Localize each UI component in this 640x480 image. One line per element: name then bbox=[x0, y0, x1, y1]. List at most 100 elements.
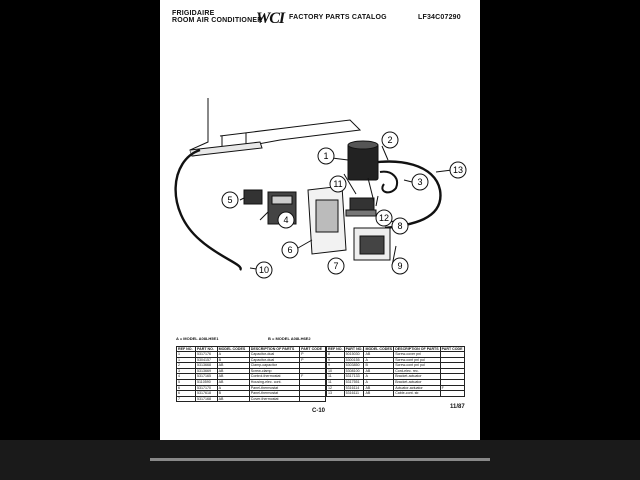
parts-diagram: 1 2 3 4 5 6 7 8 9 10 11 12 13 bbox=[174, 98, 467, 279]
wci-logo: WCI bbox=[256, 10, 285, 27]
col-code: PART CODE bbox=[439, 346, 465, 352]
callout-13: 13 bbox=[453, 165, 463, 175]
cell-part: 5317133 bbox=[343, 373, 365, 380]
callout-11: 11 bbox=[333, 179, 342, 189]
cell-code: P bbox=[299, 356, 326, 364]
cell-code bbox=[299, 384, 326, 392]
cell-desc: Bracket-actuator bbox=[393, 379, 441, 386]
catalog-title: FACTORY PARTS CATALOG bbox=[289, 14, 387, 21]
cell-part: 5317168 bbox=[195, 395, 218, 403]
parts-table-left: REF NO. PART NO. MODEL CODES DESCRIPTION… bbox=[175, 346, 326, 403]
page-number: C-10 bbox=[312, 408, 326, 414]
col-ref: REF NO. bbox=[326, 346, 345, 352]
legend-model-b: B = MODEL A08LH6E2 bbox=[268, 336, 311, 341]
cell-code bbox=[439, 367, 465, 375]
cell-code bbox=[299, 367, 326, 375]
cell-desc: Screw-cover pnl bbox=[393, 351, 441, 358]
cell-desc: Screw-cont pnl pol bbox=[393, 356, 441, 364]
cell-model: AB bbox=[216, 395, 250, 403]
control-cable-13 bbox=[359, 160, 442, 230]
cell-desc: Screw-cont pnl pol bbox=[393, 362, 441, 369]
cell-code bbox=[439, 351, 465, 358]
callout-6: 6 bbox=[287, 245, 292, 255]
cell-desc: Screw-clamp bbox=[248, 367, 301, 375]
cell-desc: Housing-elec. cont. bbox=[248, 379, 301, 386]
col-part: PART NO. bbox=[343, 346, 365, 352]
cell-ref: 3 bbox=[175, 367, 197, 375]
cell-code bbox=[439, 362, 465, 369]
cell-desc: Capacitor-dual bbox=[248, 356, 301, 364]
cell-code bbox=[439, 390, 465, 397]
parts-table-right: REF NO. PART NO. MODEL CODES DESCRIPTION… bbox=[326, 346, 465, 397]
col-model: MODEL CODES bbox=[216, 346, 250, 352]
table-header-row: REF NO. PART NO. MODEL CODES DESCRIPTION… bbox=[326, 346, 465, 352]
cell-ref: 6 bbox=[175, 390, 197, 397]
cell-desc: Capacitor-dual bbox=[248, 351, 301, 358]
brand-name: FRIGIDAIRE bbox=[172, 10, 215, 17]
cell-code bbox=[299, 395, 326, 403]
cell-code bbox=[299, 390, 326, 397]
cell-code bbox=[439, 356, 465, 364]
cell-desc: Cord-elec. rec. bbox=[393, 367, 441, 375]
col-desc: DESCRIPTION OF PARTS bbox=[248, 346, 301, 352]
bracket-11 bbox=[345, 209, 377, 217]
legend-model-a: A = MODEL A08LH5E1 bbox=[176, 336, 219, 341]
power-cord-10 bbox=[174, 148, 242, 271]
cell-desc: Control-thermostat bbox=[248, 373, 301, 380]
cell-ref: 7 bbox=[175, 395, 197, 403]
callout-5: 5 bbox=[227, 195, 232, 205]
scan-border-right bbox=[480, 0, 640, 480]
cell-code: F bbox=[439, 384, 465, 392]
cell-code bbox=[299, 362, 326, 369]
col-part: PART NO. bbox=[195, 346, 218, 352]
table-header-row: REF NO. PART NO. MODEL CODES DESCRIPTION… bbox=[175, 346, 326, 352]
cell-code bbox=[439, 373, 465, 380]
cell-desc: Clamp-capacitor bbox=[248, 362, 301, 369]
cell-desc: Bracket-actuator bbox=[393, 373, 441, 380]
col-desc: DESCRIPTION OF PARTS bbox=[393, 346, 441, 352]
callout-12: 12 bbox=[379, 213, 389, 223]
cell-ref: 1 bbox=[175, 356, 197, 364]
callout-8: 8 bbox=[397, 221, 402, 231]
scan-border-left bbox=[0, 0, 160, 480]
cell-model: AB bbox=[363, 390, 395, 397]
callout-7: 7 bbox=[333, 261, 338, 271]
callout-4: 4 bbox=[283, 215, 288, 225]
cell-ref: 1 bbox=[175, 351, 197, 358]
callout-9: 9 bbox=[397, 261, 402, 271]
cell-part: 5300155 bbox=[343, 356, 365, 364]
cell-code bbox=[439, 379, 465, 386]
cell-desc: Cable-cont. str. bbox=[393, 390, 441, 397]
cell-part: 5308100 bbox=[343, 367, 365, 375]
cell-part: 5316114 bbox=[343, 384, 365, 392]
scan-noise-strip bbox=[150, 458, 490, 461]
cell-desc: Cover-thermostat bbox=[248, 395, 301, 403]
cell-part: 5317551 bbox=[343, 379, 365, 386]
col-ref: REF NO. bbox=[175, 346, 197, 352]
cell-part: 5303850 bbox=[343, 362, 365, 369]
callout-1: 1 bbox=[323, 151, 328, 161]
cell-part: 5316111 bbox=[343, 390, 365, 397]
catalog-date: 11/87 bbox=[450, 404, 465, 410]
cell-code: F bbox=[299, 373, 326, 380]
cell-code bbox=[299, 379, 326, 386]
cell-code: P bbox=[299, 351, 326, 358]
col-model: MODEL CODES bbox=[363, 346, 395, 352]
cell-desc: Panel-thermostat bbox=[248, 384, 301, 392]
cell-desc: Panel-thermostat bbox=[248, 390, 301, 397]
